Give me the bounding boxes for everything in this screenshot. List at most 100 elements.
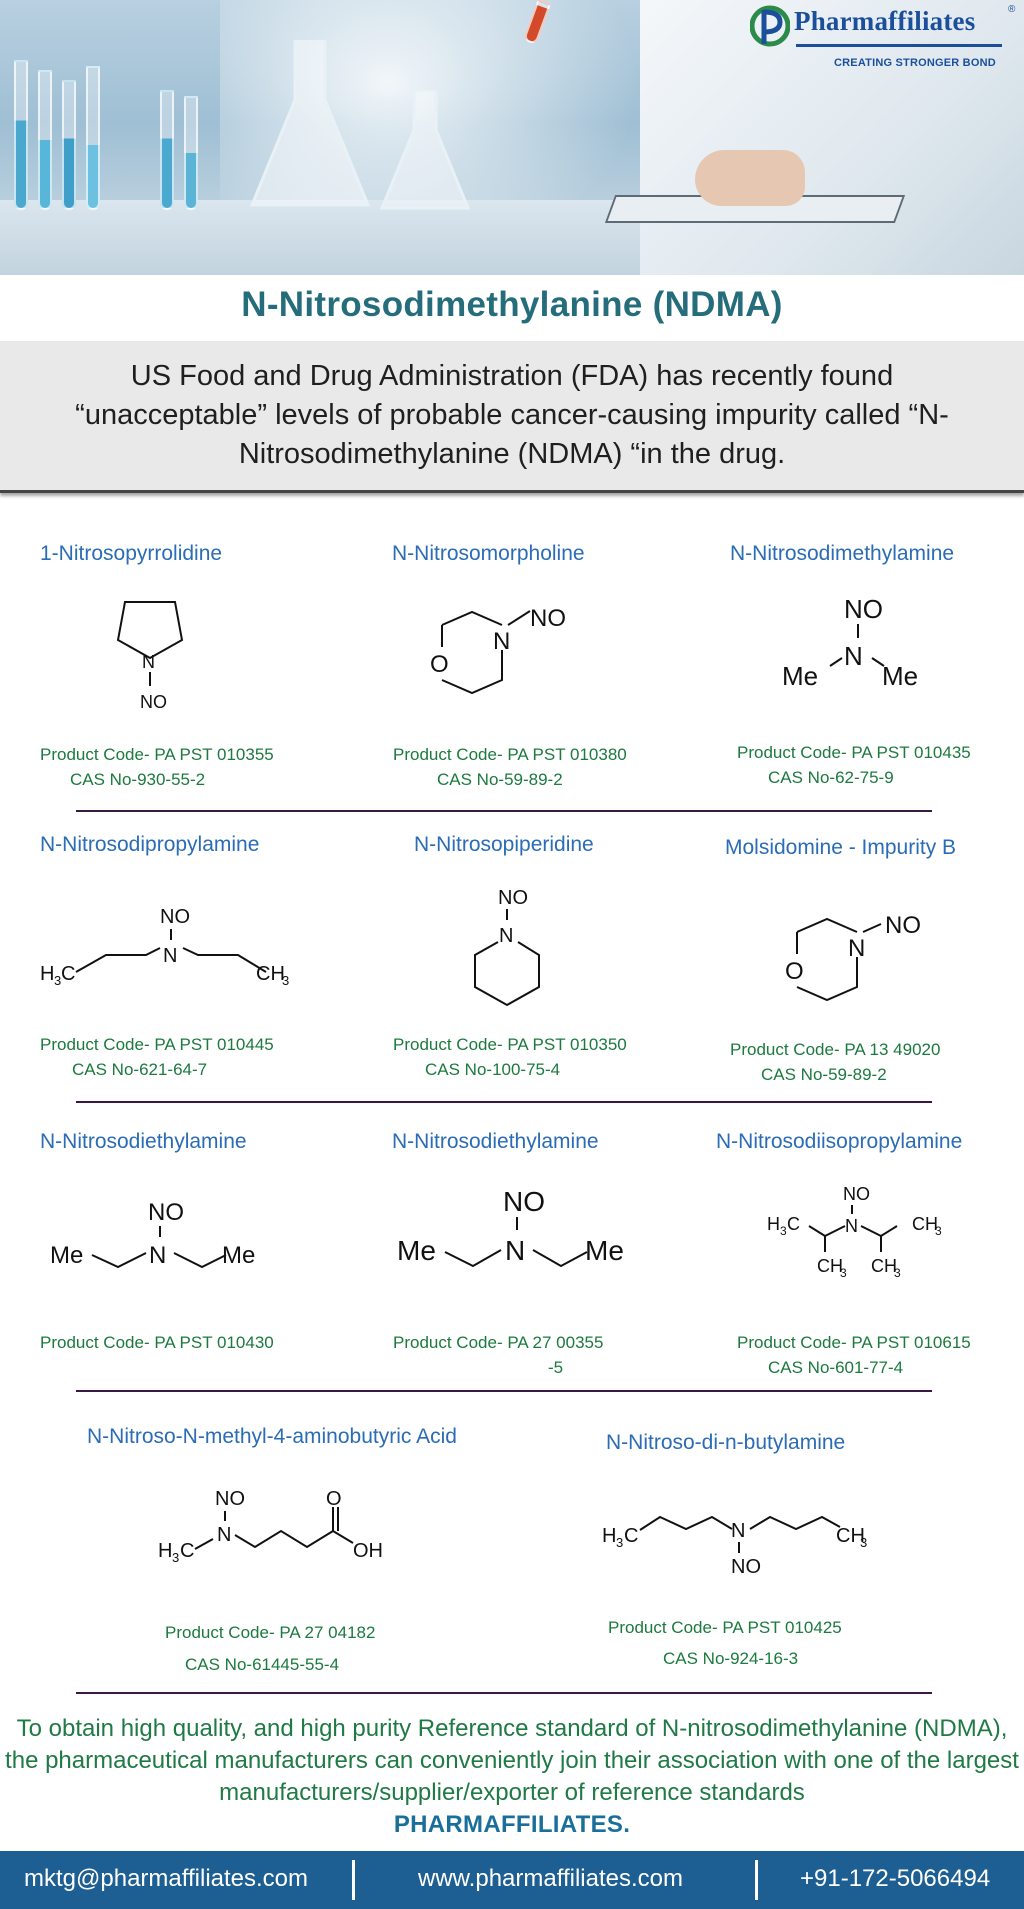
svg-text:N: N	[499, 925, 513, 947]
cas-number: CAS No-621-64-7	[72, 1060, 208, 1079]
registered-mark: ®	[1008, 4, 1016, 15]
cas-number: CAS No-930-55-2	[70, 770, 206, 789]
cas-number: CAS No-62-75-9	[768, 768, 894, 787]
cas-number: CAS No-924-16-3	[663, 1649, 799, 1668]
test-tube	[86, 66, 100, 210]
svg-text:CH: CH	[871, 1256, 897, 1276]
product-code: Product Code- PA PST 010430	[40, 1333, 274, 1352]
svg-text:NO: NO	[503, 1186, 545, 1217]
svg-text:O: O	[430, 651, 449, 678]
test-tube	[14, 60, 28, 210]
svg-text:N: N	[217, 1524, 231, 1546]
email-link[interactable]: mktg@pharmaffiliates.com	[24, 1865, 309, 1892]
svg-text:Me: Me	[782, 661, 818, 691]
compound-name: 1-Nitrosopyrrolidine	[40, 542, 223, 565]
footer-divider	[755, 1860, 758, 1900]
banner-hand	[695, 150, 805, 206]
logo-tagline: CREATING STRONGER BOND	[834, 57, 996, 69]
phone-number[interactable]: +91-172-5066494	[800, 1865, 991, 1892]
svg-text:Me: Me	[50, 1242, 83, 1269]
svg-text:C: C	[624, 1525, 638, 1547]
section-divider	[76, 1101, 932, 1103]
svg-text:3: 3	[616, 1535, 623, 1550]
intro-box: US Food and Drug Administration (FDA) ha…	[0, 341, 1024, 493]
svg-text:H: H	[767, 1214, 780, 1234]
svg-text:NO: NO	[885, 912, 921, 939]
section-divider	[76, 810, 932, 812]
contact-footer: mktg@pharmaffiliates.com www.pharmaffili…	[0, 1851, 1024, 1909]
svg-text:OH: OH	[353, 1540, 383, 1562]
product-code: Product Code- PA PST 010435	[737, 743, 971, 762]
website-link[interactable]: www.pharmaffiliates.com	[418, 1865, 683, 1892]
logo-icon	[750, 5, 790, 47]
structure-n-nitrosodiisopropylamine: NO N H 3 C CH 3 CH 3 CH 3	[767, 1184, 942, 1280]
product-code: Product Code- PA PST 010350	[393, 1035, 627, 1054]
section-divider	[76, 1390, 932, 1392]
svg-text:H: H	[602, 1525, 616, 1547]
svg-text:Me: Me	[882, 661, 918, 691]
product-code: Product Code- PA PST 010425	[608, 1618, 842, 1637]
cas-number: CAS No-100-75-4	[425, 1060, 561, 1079]
structure-n-nitrosodimethylamine: NO N Me Me	[782, 594, 918, 691]
svg-text:NO: NO	[498, 887, 528, 909]
structure-1-nitrosopyrrolidine: N NO	[116, 601, 184, 712]
svg-text:NO: NO	[844, 594, 883, 624]
svg-text:N: N	[149, 1242, 166, 1269]
svg-text:N: N	[848, 935, 865, 962]
svg-text:NO: NO	[215, 1488, 245, 1510]
svg-text:CH: CH	[912, 1214, 938, 1234]
structure-n-nitrosodipropylamine: NO N H 3 C CH 3	[40, 906, 289, 988]
structure-n-nitrosomorpholine: O N NO	[430, 605, 566, 695]
svg-text:Me: Me	[222, 1242, 255, 1269]
product-code: Product Code- PA 13 49020	[730, 1040, 941, 1059]
product-code: Product Code- PA PST 010355	[40, 745, 274, 764]
svg-text:O: O	[326, 1488, 342, 1510]
svg-text:N: N	[493, 628, 510, 655]
svg-text:NO: NO	[843, 1184, 870, 1204]
compound-name: N-Nitrosodimethylamine	[730, 542, 955, 565]
brand-logo[interactable]: Pharmaffiliates ® CREATING STRONGER BOND	[740, 0, 1024, 72]
cas-number: -5	[548, 1358, 564, 1377]
svg-text:N: N	[142, 652, 155, 672]
intro-text: US Food and Drug Administration (FDA) ha…	[75, 360, 949, 470]
svg-text:CH: CH	[256, 963, 285, 985]
closing-statement: To obtain high quality, and high purity …	[0, 1713, 1024, 1841]
compound-name: N-Nitroso-di-n-butylamine	[606, 1431, 846, 1454]
structure-molsidomine-impurity-b: O N NO	[785, 912, 921, 1002]
svg-text:NO: NO	[160, 906, 190, 928]
structure-n-nitrosodiethylamine: NO N Me Me	[397, 1186, 624, 1268]
test-tube	[184, 96, 198, 210]
cas-number: CAS No-601-77-4	[768, 1358, 904, 1377]
svg-text:H: H	[40, 963, 54, 985]
svg-text:3: 3	[840, 1266, 847, 1280]
svg-text:3: 3	[894, 1266, 901, 1280]
structure-n-nitroso-di-n-butylamine: H 3 C N CH 3 NO	[602, 1515, 867, 1578]
svg-text:C: C	[180, 1540, 194, 1562]
svg-text:Me: Me	[585, 1235, 624, 1266]
svg-text:N: N	[845, 1216, 858, 1236]
compound-name: N-Nitrosodipropylamine	[40, 833, 260, 856]
svg-text:3: 3	[172, 1550, 179, 1565]
page-title: N-Nitrosodimethylanine (NDMA)	[241, 285, 783, 324]
structure-n-nitrosopiperidine: NO N	[474, 887, 540, 1007]
test-tube	[38, 70, 52, 210]
svg-text:NO: NO	[530, 605, 566, 632]
svg-text:H: H	[158, 1540, 172, 1562]
closing-brand: PHARMAFFILIATES.	[393, 1811, 631, 1838]
svg-text:C: C	[61, 963, 75, 985]
test-tube	[62, 80, 76, 210]
footer-divider	[352, 1860, 355, 1900]
product-code: Product Code- PA 27 04182	[165, 1623, 376, 1642]
svg-text:N: N	[844, 641, 863, 671]
svg-text:CH: CH	[817, 1256, 843, 1276]
svg-text:3: 3	[54, 973, 61, 988]
compound-name: N-Nitrosopiperidine	[414, 833, 594, 856]
svg-text:N: N	[505, 1235, 525, 1266]
svg-text:NO: NO	[140, 692, 167, 712]
svg-text:C: C	[787, 1214, 800, 1234]
cas-number: CAS No-59-89-2	[437, 770, 563, 789]
logo-underline	[796, 44, 1002, 47]
compound-name: N-Nitrosodiethylamine	[392, 1130, 599, 1153]
compound-name: N-Nitrosodiisopropylamine	[716, 1130, 963, 1153]
structure-n-nitrosodiethylamine: NO N Me Me	[50, 1199, 255, 1269]
